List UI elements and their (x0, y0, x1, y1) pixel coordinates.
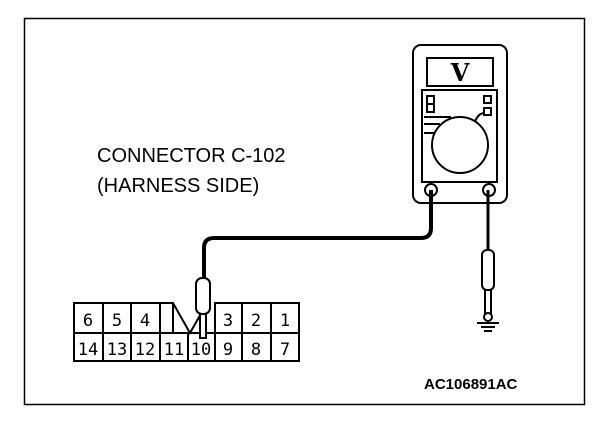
meter-display (426, 57, 494, 87)
pin-label: 6 (83, 311, 93, 331)
pin-label: 11 (164, 340, 184, 360)
pin-label: 8 (251, 340, 261, 360)
multimeter (412, 44, 508, 204)
pin-label: 2 (251, 311, 261, 331)
selector-dial (431, 116, 489, 174)
pin-label: 10 (191, 340, 211, 360)
connector-c-102 (73, 302, 300, 362)
figure-frame (23, 17, 586, 406)
pin-label: 3 (223, 311, 233, 331)
pin-label: 13 (107, 340, 127, 360)
test-lead-positive (202, 190, 433, 280)
pin-label: 9 (223, 340, 233, 360)
probe-positive (195, 277, 211, 315)
bottom-row-pin-labels: 14 13 12 11 10 9 8 7 (78, 340, 290, 360)
ground-icon (477, 312, 499, 332)
meter-display-symbol: V (450, 58, 470, 87)
pin-label: 1 (280, 311, 290, 331)
connector-title: CONNECTOR C-102 (97, 145, 286, 167)
connector-subtitle: (HARNESS SIDE) (97, 175, 260, 197)
pin-label: 12 (135, 340, 155, 360)
pin-label: 4 (140, 311, 150, 331)
top-row-pin-labels: 6 5 4 3 2 1 (83, 311, 290, 331)
pin-label: 7 (280, 340, 290, 360)
probe-ground (481, 249, 495, 291)
pin-label: 5 (112, 311, 122, 331)
pin-label: 14 (78, 340, 98, 360)
figure-code: AC106891AC (424, 376, 518, 393)
